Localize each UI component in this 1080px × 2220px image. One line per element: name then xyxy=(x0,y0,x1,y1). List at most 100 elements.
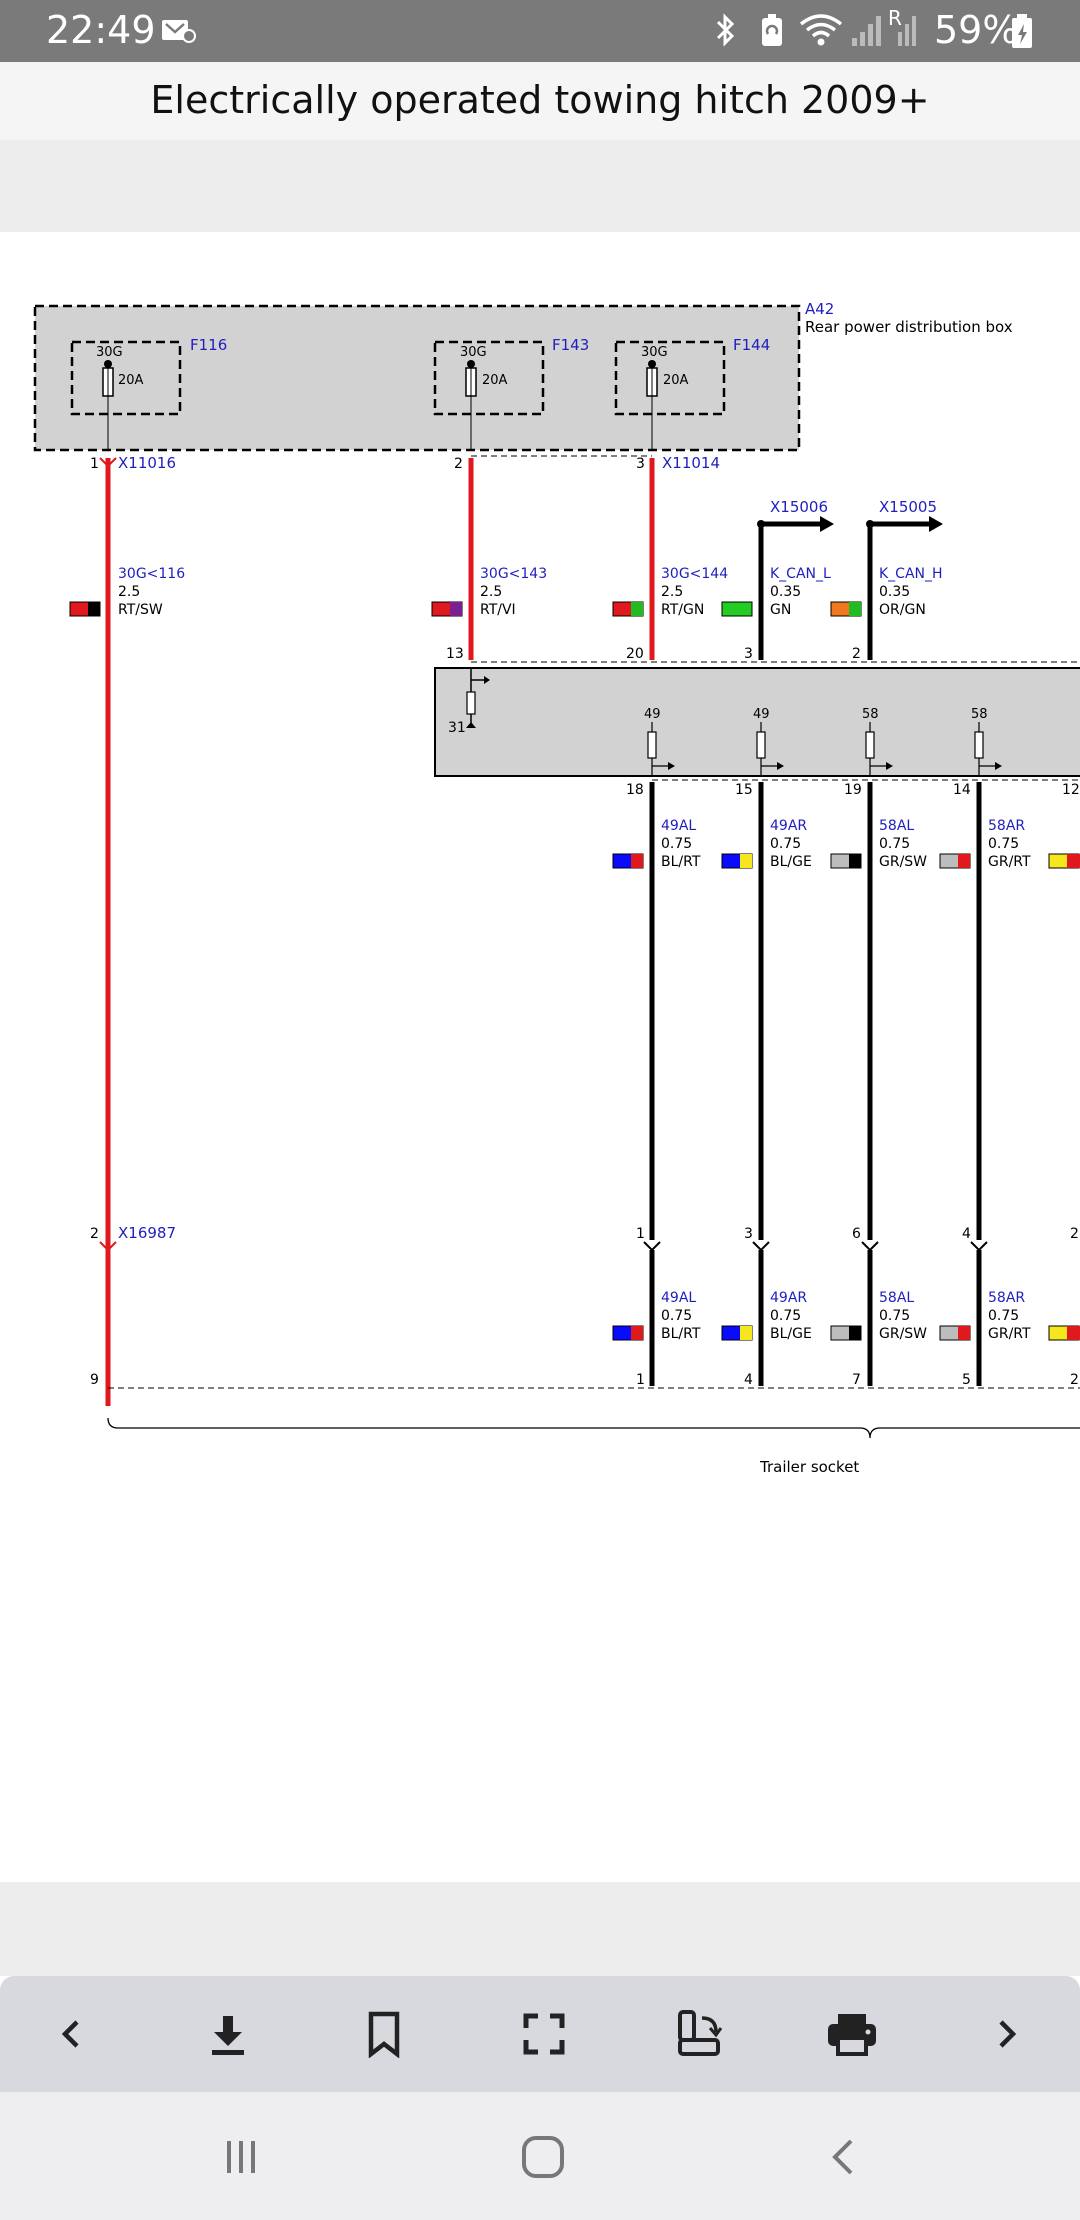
svg-text:RT/SW: RT/SW xyxy=(118,602,163,618)
svg-text:30G: 30G xyxy=(641,345,668,360)
chevron-right-icon xyxy=(999,2020,1017,2048)
wire-label-49ar-socket: 49AR 0.75 BL/GE xyxy=(721,1290,812,1342)
svg-text:19: 19 xyxy=(844,782,862,798)
svg-text:2: 2 xyxy=(454,456,463,472)
svg-text:49AR: 49AR xyxy=(770,818,807,834)
chevron-left-icon xyxy=(61,2020,79,2048)
svg-text:BL/RT: BL/RT xyxy=(661,1326,701,1342)
rotate-screen-icon xyxy=(678,2010,723,2056)
viewer-toolbar xyxy=(0,1976,1080,2092)
svg-text:58AR: 58AR xyxy=(988,1290,1025,1306)
svg-text:49AL: 49AL xyxy=(661,1290,696,1306)
svg-text:4: 4 xyxy=(744,1372,753,1388)
signal-icon xyxy=(850,12,884,52)
svg-text:0.75: 0.75 xyxy=(879,1308,910,1324)
svg-text:0.75: 0.75 xyxy=(661,836,692,852)
download-icon xyxy=(212,2016,244,2055)
recent-apps-icon xyxy=(227,2141,255,2173)
svg-text:58AR: 58AR xyxy=(988,818,1025,834)
fuse-f143-label: F143 xyxy=(552,336,589,354)
system-navigation-bar xyxy=(0,2092,1080,2220)
download-button[interactable] xyxy=(192,1998,264,2070)
connector-x15005: X15005 xyxy=(879,498,937,516)
home-button[interactable] xyxy=(508,2122,578,2192)
status-time: 22:49 xyxy=(46,8,156,52)
connector-x15006: X15006 xyxy=(770,498,828,516)
svg-text:2: 2 xyxy=(1070,1226,1079,1242)
svg-text:58AL: 58AL xyxy=(879,818,914,834)
back-button[interactable] xyxy=(810,2122,880,2192)
wire-label-58al-socket: 58AL 0.75 GR/SW xyxy=(830,1290,927,1342)
svg-text:12: 12 xyxy=(1062,782,1080,798)
wire-label-58ar: 58AR 0.75 GR/RT xyxy=(939,818,1031,870)
svg-text:31: 31 xyxy=(448,720,466,736)
svg-text:14: 14 xyxy=(953,782,971,798)
svg-text:1: 1 xyxy=(636,1372,645,1388)
svg-text:20A: 20A xyxy=(482,373,508,388)
svg-text:0.75: 0.75 xyxy=(661,1308,692,1324)
svg-text:2.5: 2.5 xyxy=(480,584,502,600)
svg-text:49: 49 xyxy=(644,707,661,722)
connector-x16987: X16987 xyxy=(118,1224,176,1242)
bookmark-button[interactable] xyxy=(348,1998,420,2070)
svg-text:1: 1 xyxy=(636,1226,645,1242)
rear-power-distribution-box xyxy=(33,304,801,452)
svg-text:4: 4 xyxy=(962,1226,971,1242)
trailer-socket-label: Trailer socket xyxy=(759,1458,859,1476)
svg-text:K_CAN_H: K_CAN_H xyxy=(879,566,943,582)
wire-label-49al-socket: 49AL 0.75 BL/RT xyxy=(612,1290,701,1342)
svg-text:20A: 20A xyxy=(118,373,144,388)
svg-text:BL/RT: BL/RT xyxy=(661,854,701,870)
battery-saver-icon xyxy=(758,12,786,54)
module-output-58-right: 58 xyxy=(971,707,1002,776)
svg-text:58: 58 xyxy=(971,707,988,722)
connector-x11014: X11014 xyxy=(662,454,720,472)
status-bar: 22:49 R 59% xyxy=(0,0,1080,62)
svg-text:15: 15 xyxy=(735,782,753,798)
svg-text:K_CAN_L: K_CAN_L xyxy=(770,566,831,582)
svg-text:7: 7 xyxy=(852,1372,861,1388)
rotate-screen-button[interactable] xyxy=(664,1998,736,2070)
battery-percent: 59% xyxy=(934,8,1019,52)
fullscreen-icon xyxy=(523,2013,565,2055)
svg-text:OR/GN: OR/GN xyxy=(879,602,926,618)
module-output-58-left: 58 xyxy=(862,707,893,776)
svg-text:49AL: 49AL xyxy=(661,818,696,834)
svg-text:30G<143: 30G<143 xyxy=(480,566,547,582)
svg-text:2: 2 xyxy=(90,1226,99,1242)
wiring-diagram[interactable]: A42 Rear power distribution box 30G 20A … xyxy=(0,232,1080,1882)
viewer-margin-bottom xyxy=(0,1882,1080,1976)
battery-icon xyxy=(1010,14,1034,54)
back-icon xyxy=(832,2139,853,2175)
recent-apps-button[interactable] xyxy=(206,2122,276,2192)
svg-text:30G: 30G xyxy=(460,345,487,360)
wire-label-58al: 58AL 0.75 GR/SW xyxy=(830,818,927,870)
fuse-f116-label: F116 xyxy=(190,336,227,354)
svg-text:2.5: 2.5 xyxy=(118,584,140,600)
svg-text:30G: 30G xyxy=(96,345,123,360)
wire-label-k-can-h: K_CAN_H 0.35 OR/GN xyxy=(830,566,943,618)
wire-label-30g-143: 30G<143 2.5 RT/VI xyxy=(431,566,547,618)
svg-text:5: 5 xyxy=(962,1372,971,1388)
module-output-49-right: 49 xyxy=(753,707,784,776)
svg-text:GR/RT: GR/RT xyxy=(988,854,1031,870)
svg-text:6: 6 xyxy=(852,1226,861,1242)
previous-page-button[interactable] xyxy=(36,1998,108,2070)
next-page-button[interactable] xyxy=(970,1998,1042,2070)
svg-text:GR/SW: GR/SW xyxy=(879,854,927,870)
svg-text:58AL: 58AL xyxy=(879,1290,914,1306)
notification-icon xyxy=(160,16,196,50)
bookmark-icon xyxy=(368,2011,400,2058)
wire-label-49al: 49AL 0.75 BL/RT xyxy=(612,818,701,870)
svg-text:0.75: 0.75 xyxy=(988,836,1019,852)
wifi-icon xyxy=(798,12,844,52)
fullscreen-button[interactable] xyxy=(508,1998,580,2070)
svg-text:0.75: 0.75 xyxy=(770,836,801,852)
svg-text:58: 58 xyxy=(862,707,879,722)
svg-text:2: 2 xyxy=(1070,1372,1079,1388)
svg-text:20A: 20A xyxy=(663,373,689,388)
svg-text:9: 9 xyxy=(90,1372,99,1388)
svg-text:20: 20 xyxy=(626,646,644,662)
print-button[interactable] xyxy=(816,1998,888,2070)
svg-text:BL/GE: BL/GE xyxy=(770,854,812,870)
